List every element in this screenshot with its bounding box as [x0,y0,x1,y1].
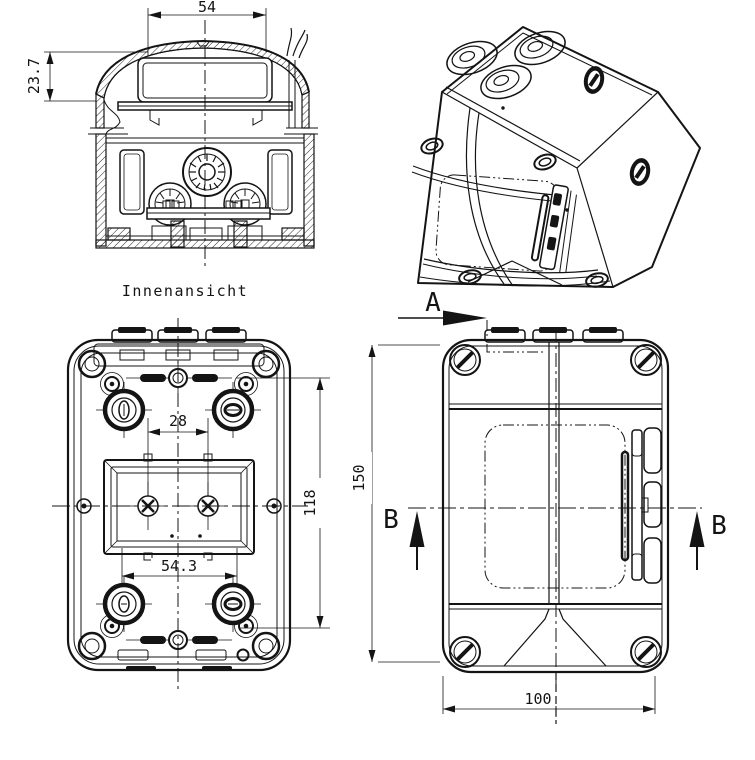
iso-side-screw-top [583,66,605,94]
section-marker-b-left: B [383,505,425,570]
interior-bottom-view: 28 [52,318,330,692]
view-caption: Innenansicht [122,282,248,300]
front-latch [620,427,662,584]
base-right-wall-section [303,133,315,247]
lid-seam-band [465,107,505,285]
dim-118-text: 118 [301,489,319,516]
cable-knockout-3 [480,64,532,100]
iso-side-screw-bottom [629,158,651,186]
isometric-view [411,26,701,288]
lid-latch-spring [286,27,293,57]
dim-100-text: 100 [524,690,551,708]
gland-bottom-right [205,576,261,632]
section-b-right-label: B [711,511,727,541]
cable-knockout-2 [514,30,566,66]
enclosure-outline [66,338,292,672]
gland-top-right [205,382,261,438]
cable-knockout-1 [446,40,498,76]
base-left-wall-section [95,133,107,247]
dimension-box-width: 100 [442,672,656,724]
front-view: A B B 150 [350,288,727,724]
section-b-left-label: B [383,505,399,535]
iso-silhouette [417,26,701,288]
label-recess-front [484,424,626,589]
dimension-gland-spacing: 54.3 [121,548,238,584]
lid-seam-front [503,342,607,667]
dimension-lid-depth: 23.7 [25,51,148,102]
section-a-label: A [425,288,441,318]
gland-bottom-left [96,576,152,632]
interior-post-right [267,149,293,215]
terminal-screw-right [233,220,248,248]
section-marker-a: A [398,288,546,353]
dim-54-3-text: 54.3 [161,557,197,575]
mounting-frame [103,453,255,561]
dim-150-text: 150 [350,464,368,491]
terminal-screw-left [170,220,185,248]
label-recess-iso [435,174,559,272]
dimension-mounting-height: 118 [236,377,330,629]
interior-post-left [119,149,145,215]
section-view: 54 23.7 Innenansicht [25,0,318,300]
dim-23-7-text: 23.7 [25,58,43,94]
section-marker-b-right: B [689,511,727,570]
dimension-lid-width: 54 [147,0,267,56]
top-knockout-bumps [93,327,265,367]
iso-latch [530,184,577,273]
front-corner-screws [449,344,662,668]
setting-dial [182,147,232,197]
dim-54-text: 54 [198,0,216,16]
dimension-box-height: 150 [350,344,440,663]
iso-front-screws [420,137,609,288]
front-top-bumps [484,327,624,343]
mount-hole-bottom [126,622,232,658]
gland-top-left [96,382,152,438]
mount-hole-top [126,360,232,396]
